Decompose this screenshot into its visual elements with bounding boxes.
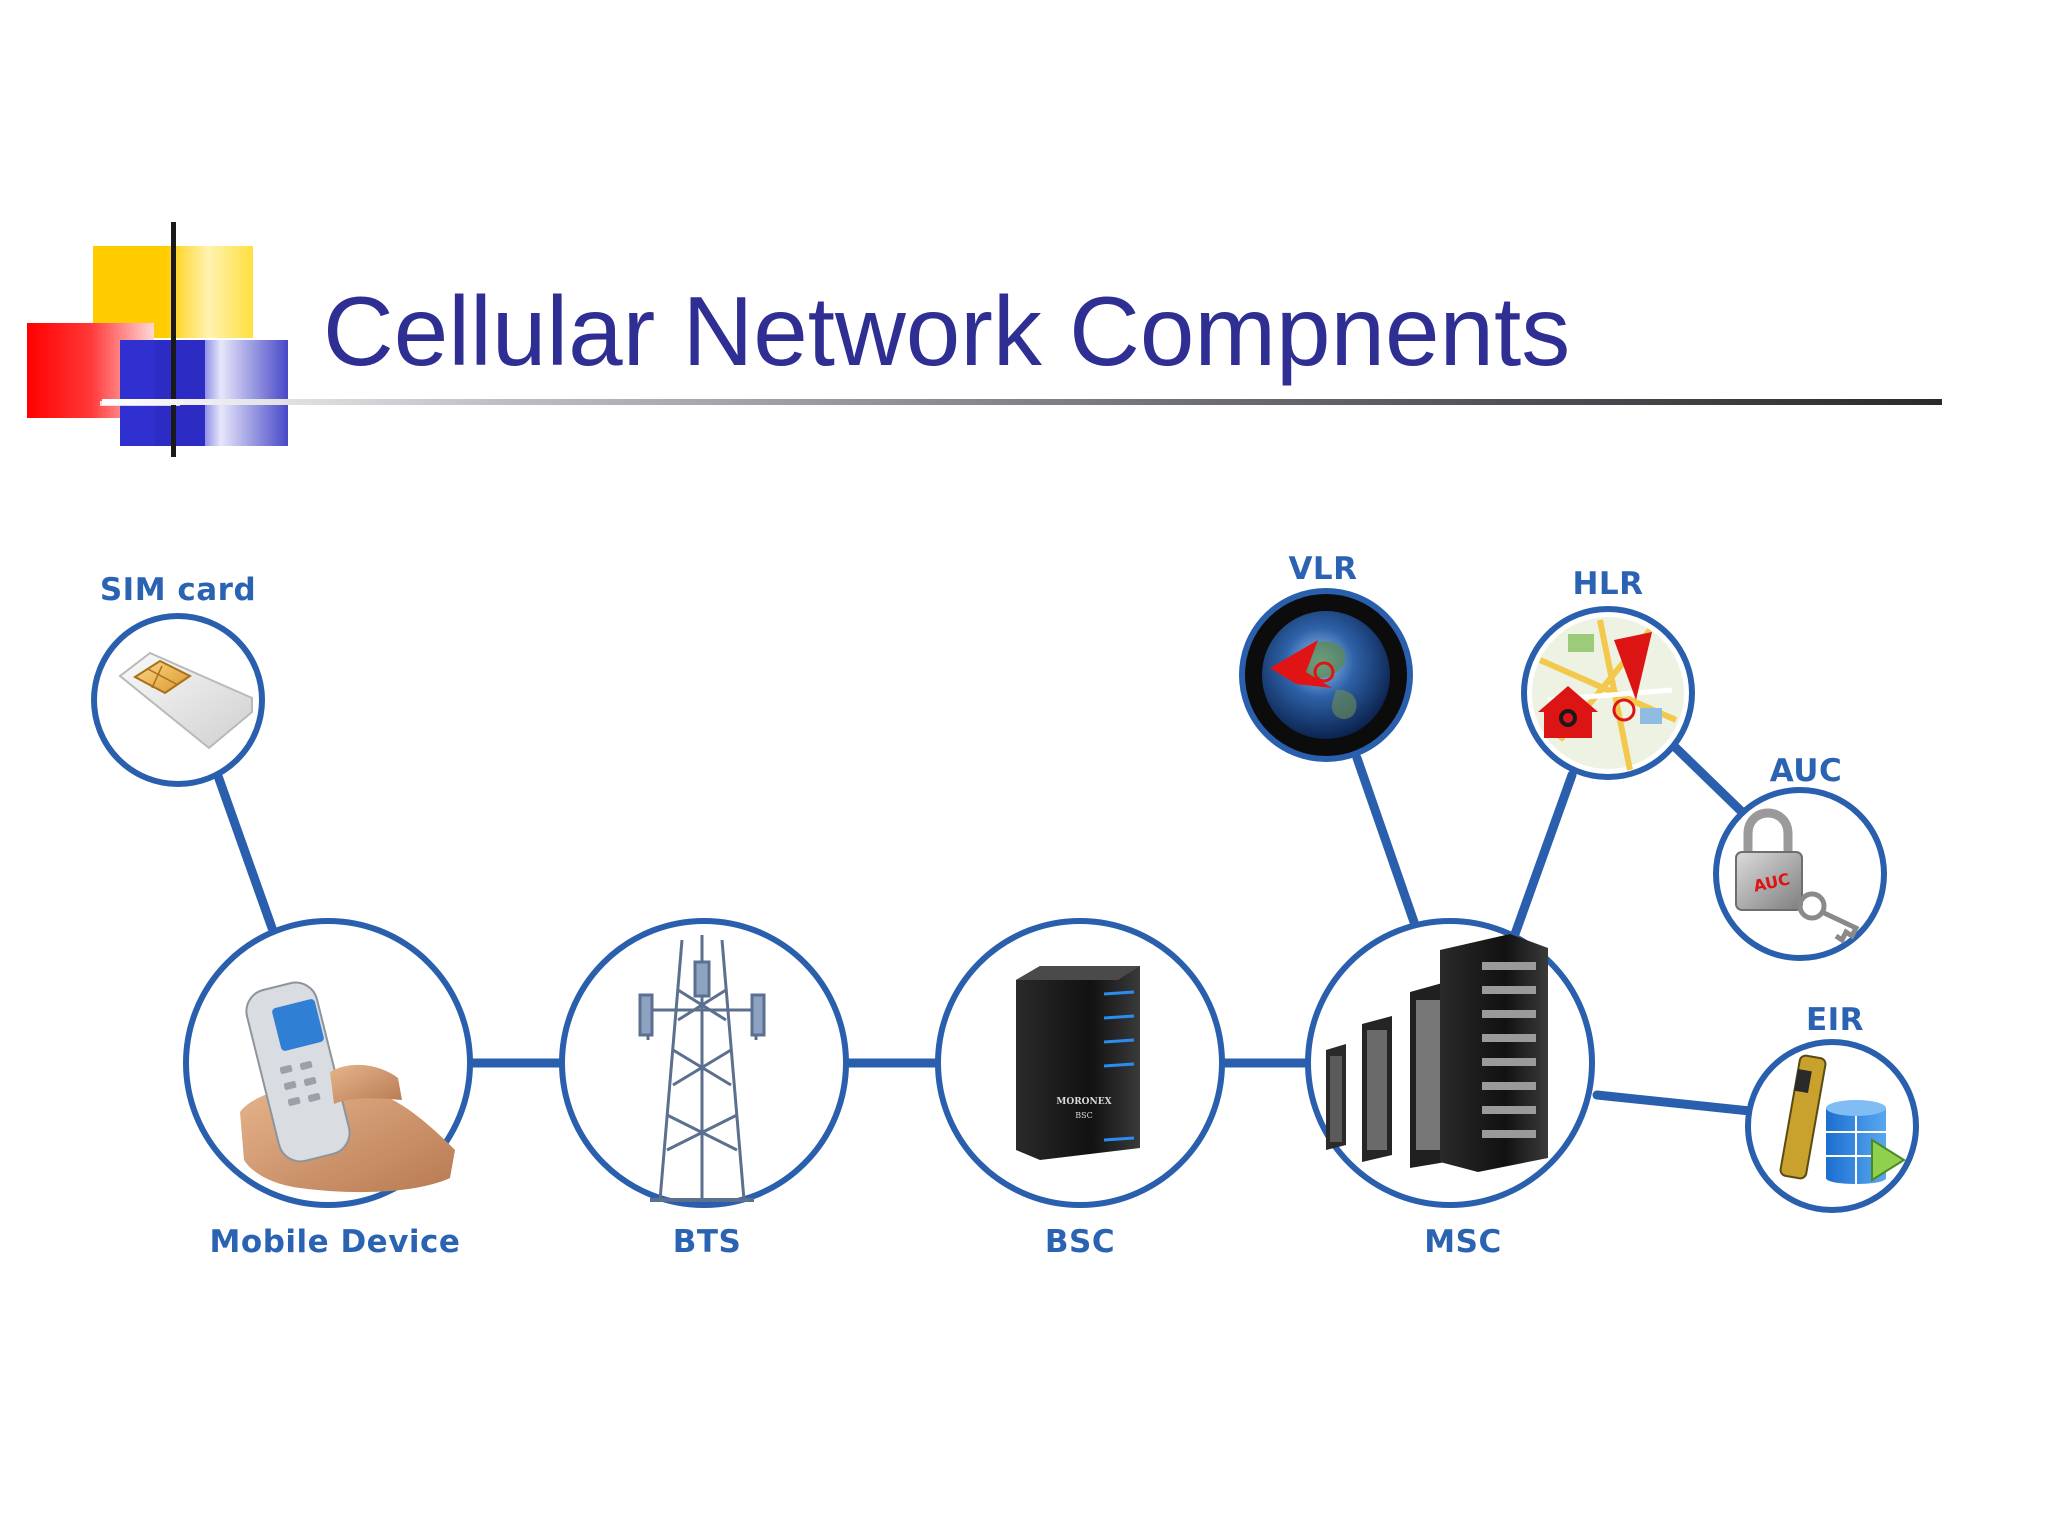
node-label: Mobile Device — [210, 1224, 461, 1260]
node-label: VLR — [1288, 551, 1357, 587]
logo-vertical-line — [171, 222, 176, 457]
node-vlr: VLR — [1239, 551, 1413, 762]
map-home-icon — [1532, 617, 1684, 771]
node-bsc: MORONEX BSC BSC — [935, 918, 1225, 1260]
node-auc: AUC AUC — [1713, 753, 1887, 961]
node-circle — [559, 918, 849, 1208]
node-eir: EIR — [1745, 1002, 1919, 1213]
cell-tower-icon — [638, 935, 766, 1202]
node-label: EIR — [1806, 1002, 1864, 1038]
slide-title: Cellular Network Compnents — [323, 276, 1571, 386]
node-hlr: HLR — [1521, 566, 1695, 780]
node-label: BTS — [673, 1224, 742, 1260]
link-hlr-auc — [1670, 742, 1747, 817]
padlock-icon: AUC — [1735, 808, 1860, 944]
server-rack-icon — [1326, 934, 1548, 1172]
slide-logo — [0, 0, 300, 470]
node-label: AUC — [1770, 753, 1842, 789]
link-msc-vlr — [1352, 753, 1419, 927]
phone-in-hand-icon — [240, 981, 455, 1193]
node-label: SIM card — [100, 572, 256, 608]
server-model-text: BSC — [1075, 1111, 1092, 1120]
node-msc: MSC — [1305, 918, 1595, 1260]
node-bts: BTS — [559, 918, 849, 1260]
node-label: MSC — [1424, 1224, 1501, 1260]
node-sim-card: SIM card — [91, 572, 265, 787]
node-mobile-device: Mobile Device — [183, 918, 473, 1260]
phone-database-icon — [1779, 1054, 1906, 1184]
connection-links — [213, 742, 1755, 1116]
sim-card-icon — [118, 651, 253, 750]
server-brand-text: MORONEX — [1056, 1097, 1111, 1107]
globe-icon — [1262, 611, 1390, 739]
server-icon: MORONEX BSC — [1016, 966, 1140, 1160]
link-msc-hlr — [1510, 770, 1577, 939]
logo-blue-square-inner — [155, 340, 205, 446]
node-label: BSC — [1045, 1224, 1115, 1260]
link-sim-mobile — [213, 771, 277, 933]
title-underline — [102, 399, 1942, 405]
node-label: HLR — [1572, 566, 1643, 602]
link-msc-eir — [1592, 1090, 1755, 1116]
